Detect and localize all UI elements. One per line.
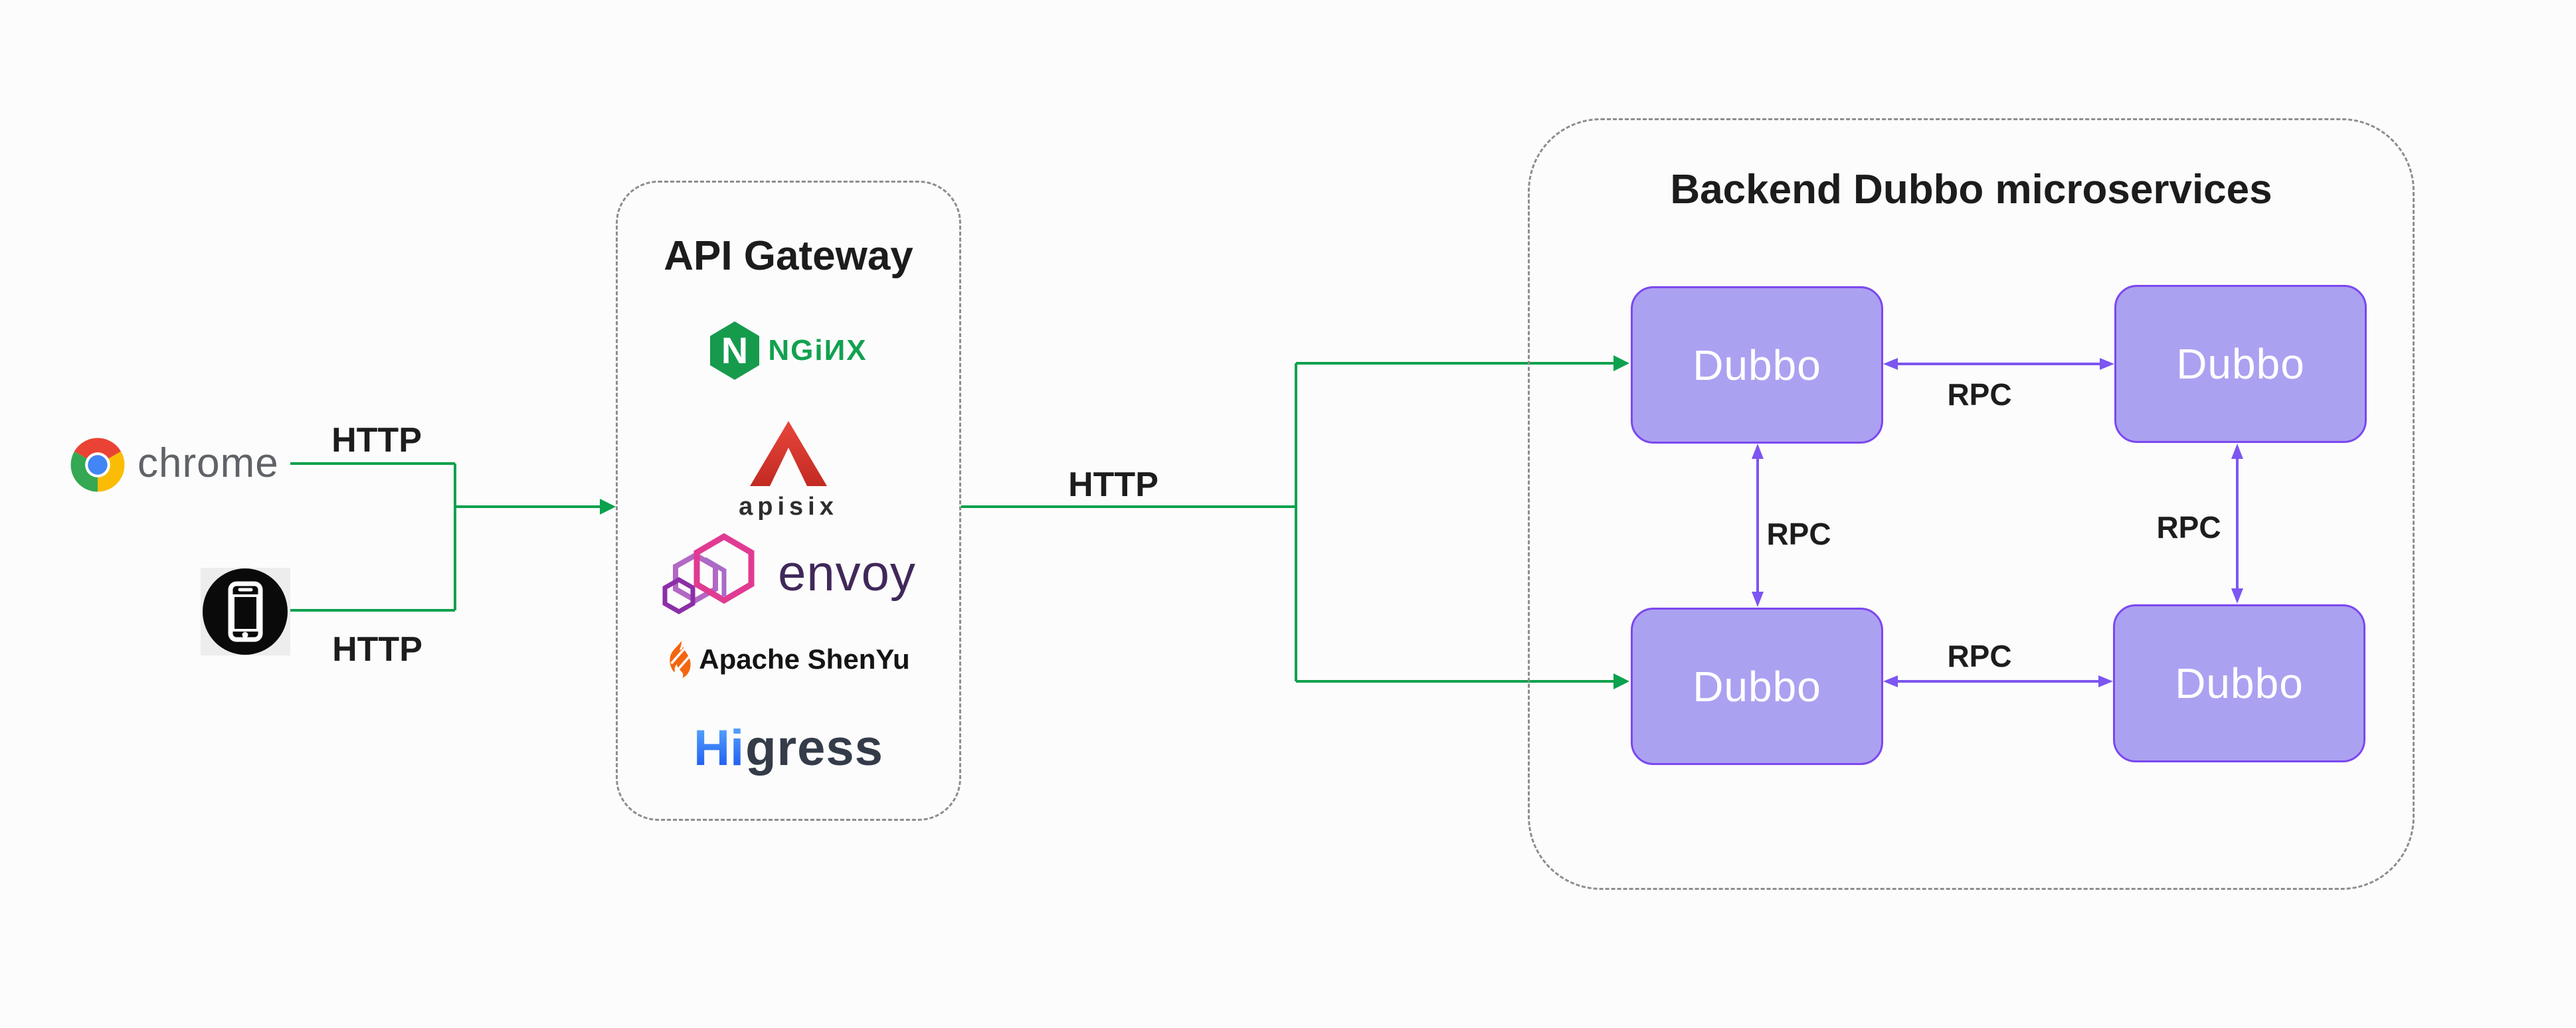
- shenyu-flame-icon: [670, 641, 691, 678]
- rpc-label-right: RPC: [2156, 510, 2221, 545]
- shenyu-flame-slash-2: [674, 655, 691, 674]
- http-label-mobile: HTTP: [332, 630, 422, 669]
- dubbo-node-top-left: Dubbo: [1631, 286, 1883, 444]
- http-label-chrome: HTTP: [331, 421, 422, 460]
- rpc-label-top: RPC: [1947, 377, 2012, 412]
- rpc-left-arrow-up: [1752, 444, 1764, 459]
- phone-body: [228, 581, 263, 642]
- phone-home-button: [242, 632, 248, 638]
- dubbo-node-bottom-left: Dubbo: [1631, 608, 1883, 765]
- chrome-icon-blue: [88, 455, 108, 475]
- http-arrowheads: [600, 355, 1629, 689]
- http-label-gateway-to-backend: HTTP: [1068, 466, 1158, 504]
- rpc-left-arrow-down: [1752, 592, 1764, 607]
- mobile-phone-icon: [201, 568, 290, 655]
- chrome-icon-red: [74, 438, 122, 465]
- rpc-label-bottom: RPC: [1947, 639, 2012, 673]
- shenyu-flame: [670, 641, 691, 678]
- apisix-triangle-icon: [750, 420, 827, 486]
- nginx-letter: N: [721, 329, 748, 371]
- api-gateway-title: API Gateway: [664, 233, 913, 279]
- nginx-hexagon-icon: N: [710, 321, 760, 380]
- apisix-wordmark: apisix: [739, 492, 838, 521]
- phone-screen: [232, 594, 259, 632]
- envoy-logo: envoy: [616, 529, 961, 618]
- chrome-icon: [70, 438, 125, 492]
- arrowhead-into-dubbo-top: [1613, 355, 1629, 371]
- higress-wordmark-gress: gress: [745, 719, 883, 776]
- rpc-lines: [1756, 363, 2239, 683]
- arrowhead-into-gateway: [600, 499, 616, 515]
- http-flow-lines: [290, 362, 1613, 683]
- envoy-hexagon-small: [662, 576, 695, 615]
- chrome-label: chrome: [138, 440, 279, 486]
- envoy-hexagons-icon: [662, 533, 755, 615]
- rpc-label-left: RPC: [1766, 517, 1831, 551]
- envoy-cube-edge: [703, 557, 727, 596]
- dubbo-node-top-right: Dubbo: [2114, 285, 2367, 443]
- rpc-bottom-arrow-left: [1883, 675, 1898, 687]
- envoy-hexagon-big: [693, 533, 755, 604]
- nginx-hexagon: [710, 321, 760, 380]
- rpc-top-arrow-right: [2100, 358, 2114, 370]
- higress-wordmark-hi: Hi: [693, 719, 745, 776]
- backend-container: [1528, 118, 2415, 890]
- envoy-wordmark: envoy: [778, 545, 916, 602]
- nginx-wordmark: NGiИX: [768, 334, 868, 367]
- apisix-logo: apisix: [616, 410, 961, 531]
- rpc-right-arrow-down: [2231, 588, 2243, 604]
- rpc-bottom-arrow-right: [2098, 675, 2113, 687]
- rpc-right-arrow-up: [2231, 444, 2243, 459]
- shenyu-flame-slash-1: [670, 645, 688, 665]
- api-gateway-container: [616, 181, 961, 821]
- dubbo-node-bottom-right: Dubbo: [2113, 604, 2365, 762]
- arrowhead-into-dubbo-bottom: [1613, 673, 1629, 689]
- shenyu-wordmark: Apache ShenYu: [699, 643, 910, 675]
- shenyu-logo: Apache ShenYu: [616, 638, 961, 681]
- backend-title: Backend Dubbo microservices: [1670, 167, 2272, 213]
- nginx-logo: N NGiИX: [616, 317, 961, 384]
- apisix-triangle: [750, 420, 827, 486]
- rpc-arrowheads: [1752, 358, 2243, 687]
- rpc-top-arrow-left: [1883, 358, 1898, 370]
